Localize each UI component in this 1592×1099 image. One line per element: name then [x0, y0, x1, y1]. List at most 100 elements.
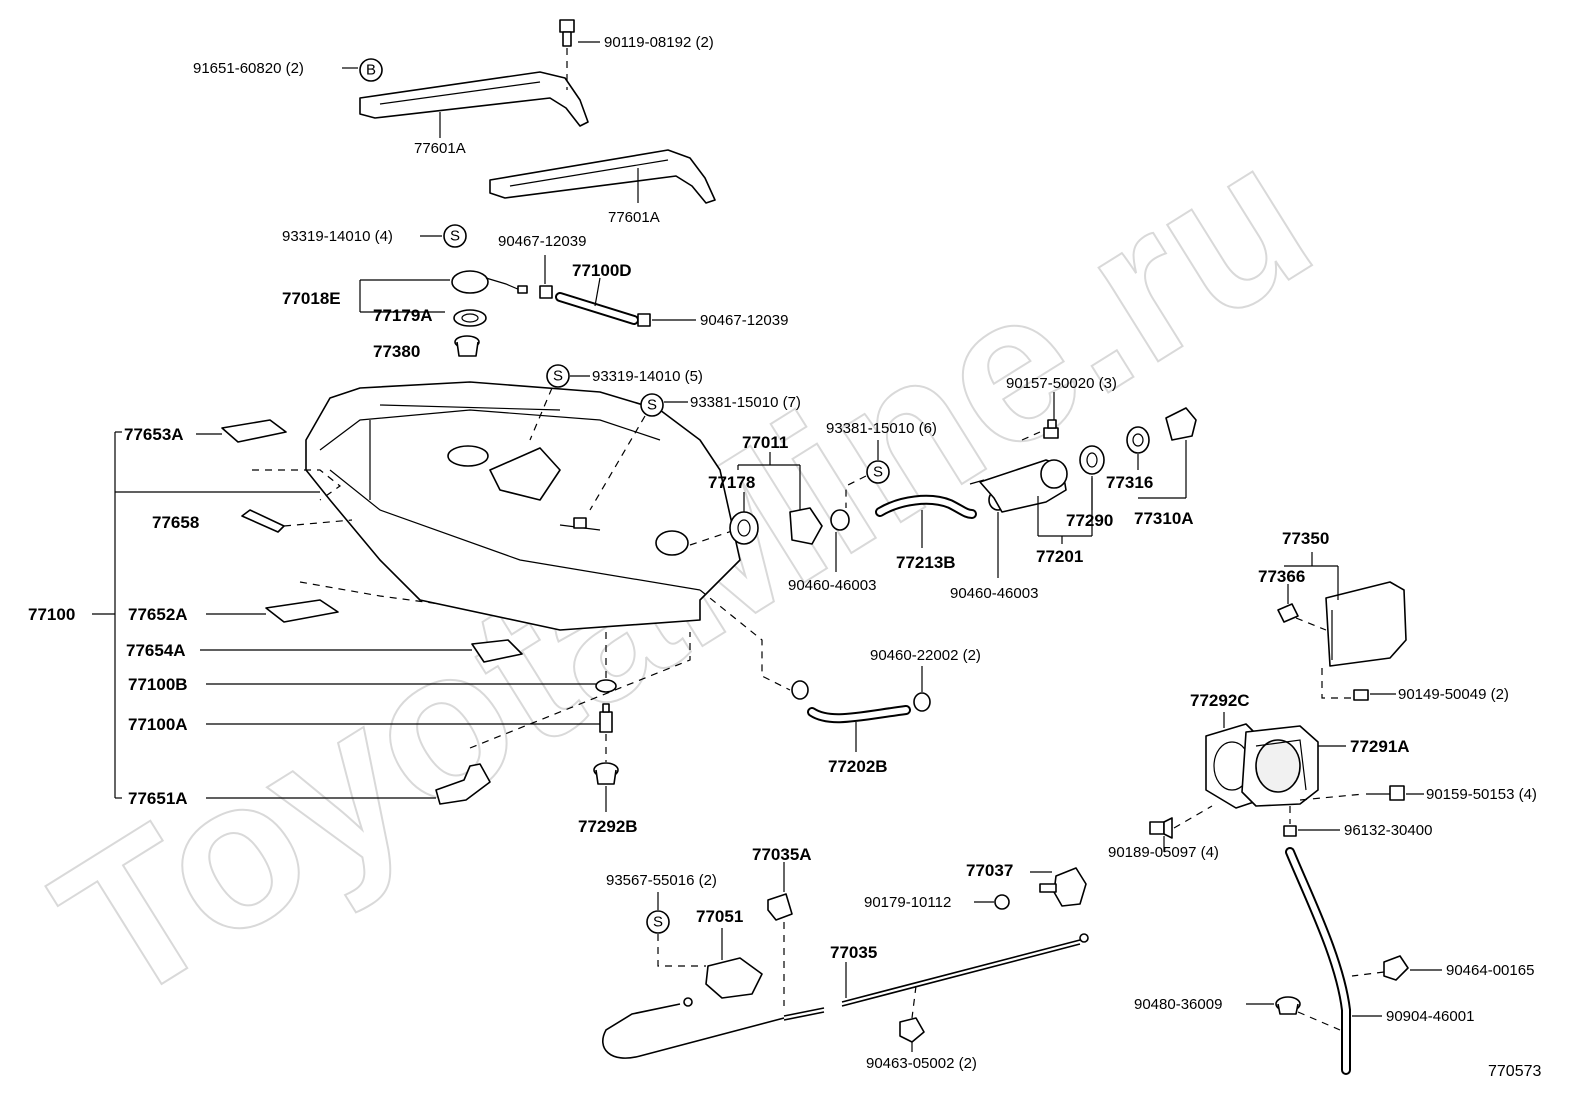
- drain-hose-90904: [1285, 847, 1351, 1075]
- label-77100d: 77100D: [572, 261, 632, 280]
- hose-77202b: [807, 705, 911, 724]
- svg-text:S: S: [873, 464, 883, 481]
- label-93381-7: 93381-15010 (7): [690, 394, 801, 411]
- label-90149: 90149-50049 (2): [1398, 686, 1509, 703]
- label-77100a: 77100A: [128, 715, 188, 734]
- pad-77654a: [471, 639, 523, 663]
- badge-s-93381-7: S: [640, 393, 664, 417]
- label-77051: 77051: [696, 907, 743, 926]
- protector-77658: [241, 509, 285, 533]
- label-93319-4: 93319-14010 (4): [282, 228, 393, 245]
- label-77179a: 77179A: [373, 306, 433, 325]
- pad-77652a: [265, 599, 339, 623]
- lever-77037: [1039, 867, 1087, 907]
- label-93319-5: 93319-14010 (5): [592, 368, 703, 385]
- cable-clip-77035a: [767, 893, 793, 921]
- label-77100b: 77100B: [128, 675, 188, 694]
- filler-pipe-77201: [969, 459, 1068, 513]
- label-77292c: 77292C: [1190, 691, 1250, 710]
- ring-77011: [789, 507, 823, 545]
- label-90480: 90480-36009: [1134, 996, 1222, 1013]
- hose-clamp-90467-a: [539, 285, 553, 299]
- label-77011: 77011: [742, 433, 788, 452]
- hose-clamp-90467-b: [637, 313, 651, 327]
- clamp-90463: [899, 1017, 925, 1043]
- badge-s-93567: S: [646, 910, 670, 934]
- screw-90159: [1366, 785, 1405, 801]
- filler-box-77291a: [1241, 725, 1319, 807]
- svg-text:B: B: [366, 62, 376, 79]
- label-77178: 77178: [708, 473, 755, 492]
- diagram-code: 770573: [1488, 1063, 1541, 1080]
- label-77290: 77290: [1066, 511, 1113, 530]
- label-90189: 90189-05097 (4): [1108, 844, 1219, 861]
- label-91651: 91651-60820 (2): [193, 60, 304, 77]
- fuel-sender-gauge: [451, 270, 528, 294]
- label-77035a: 77035A: [752, 845, 812, 864]
- label-90179: 90179-10112: [864, 894, 951, 911]
- cushion-77100b: [595, 679, 617, 693]
- label-90460-22002: 90460-22002 (2): [870, 647, 981, 664]
- label-90463: 90463-05002 (2): [866, 1055, 977, 1072]
- svg-text:S: S: [553, 368, 563, 385]
- label-96132: 96132-30400: [1344, 822, 1432, 839]
- label-77658: 77658: [152, 513, 199, 532]
- opener-cable-77035: [602, 933, 1089, 1059]
- gasket-77290: [1079, 445, 1105, 475]
- svg-text:S: S: [653, 914, 663, 931]
- label-77652a: 77652A: [128, 605, 188, 624]
- label-90159: 90159-50153 (4): [1426, 786, 1537, 803]
- label-90904: 90904-46001: [1386, 1008, 1474, 1025]
- grommet-77178: [729, 511, 759, 545]
- label-77350: 77350: [1282, 529, 1329, 548]
- gasket-77316: [1126, 426, 1150, 454]
- label-90467-b: 90467-12039: [700, 312, 788, 329]
- clamp-90460-22002-b: [913, 692, 931, 712]
- clamp-90464: [1383, 955, 1409, 981]
- drain-plug-77100a: [599, 703, 613, 733]
- grommet-77292b: [593, 762, 619, 785]
- fuel-lid-77350: [1325, 581, 1407, 667]
- label-77201: 77201: [1036, 547, 1083, 566]
- label-90460-46003-b: 90460-46003: [950, 585, 1038, 602]
- fuel-tank-cap-plug: [454, 335, 480, 357]
- label-90460-46003-a: 90460-46003: [788, 577, 876, 594]
- label-77653a: 77653A: [124, 425, 184, 444]
- badge-s-93319-4: S: [443, 224, 467, 248]
- badge-b: B: [359, 58, 383, 82]
- label-90467-a: 90467-12039: [498, 233, 586, 250]
- clip-96132: [1283, 825, 1297, 837]
- label-77651a: 77651A: [128, 789, 188, 808]
- grommet-90480: [1275, 996, 1301, 1015]
- label-77037: 77037: [966, 861, 1013, 880]
- label-77310a: 77310A: [1134, 509, 1194, 528]
- label-77100: 77100: [28, 605, 75, 624]
- svg-text:S: S: [647, 397, 657, 414]
- pad-77653a: [221, 419, 287, 443]
- hinge-spring-77366: [1277, 603, 1299, 623]
- label-77601a-top: 77601A: [414, 140, 466, 157]
- screw-90189: [1149, 817, 1173, 839]
- cap-77310a: [1165, 407, 1197, 441]
- label-77316: 77316: [1106, 473, 1153, 492]
- sender-gasket: [453, 309, 487, 327]
- label-77292b: 77292B: [578, 817, 638, 836]
- svg-text:S: S: [450, 228, 460, 245]
- label-77291a: 77291A: [1350, 737, 1410, 756]
- label-93567: 93567-55016 (2): [606, 872, 717, 889]
- badge-s-93319-5: S: [546, 364, 570, 388]
- label-90464: 90464-00165: [1446, 962, 1534, 979]
- screw-90149: [1353, 689, 1369, 701]
- fuel-tank-band-lower: [489, 149, 716, 204]
- lever-handle-77051: [705, 957, 763, 999]
- clamp-90460-22002-a: [791, 680, 809, 700]
- hose-77213b: [875, 494, 977, 519]
- breather-tube-77100d: [555, 292, 639, 325]
- bolt-90119: [559, 19, 575, 47]
- label-77035: 77035: [830, 943, 877, 962]
- clamp-90460-a: [830, 509, 850, 531]
- label-77366: 77366: [1258, 567, 1305, 586]
- badge-s-93381-6: S: [866, 460, 890, 484]
- bolt-90157: [1043, 419, 1059, 439]
